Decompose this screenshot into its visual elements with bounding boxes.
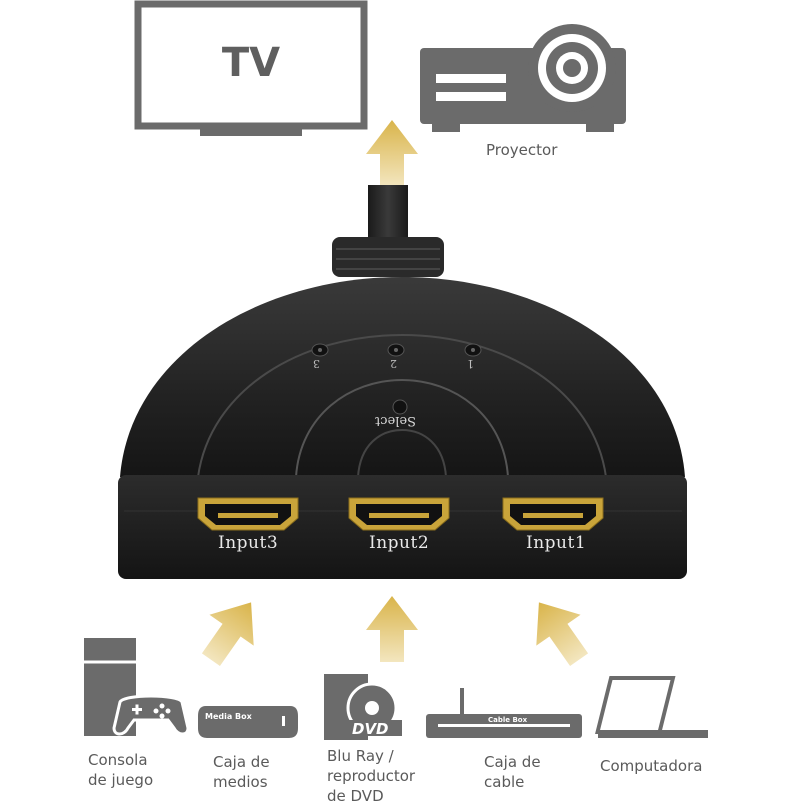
led-1-icon bbox=[464, 343, 482, 357]
input-arrow-center-icon bbox=[364, 594, 420, 664]
hdmi-port-input1-icon bbox=[501, 496, 605, 532]
source-label-bluray: Blu Ray / reproductor de DVD bbox=[327, 747, 416, 805]
port-label-input3: Input3 bbox=[218, 533, 279, 553]
led-3-label: 3 bbox=[313, 357, 320, 370]
source-label-computer: Computadora bbox=[600, 757, 703, 775]
port-label-input2: Input2 bbox=[369, 533, 430, 553]
input-arrow-right-icon bbox=[524, 596, 594, 666]
led-1-label: 1 bbox=[467, 357, 474, 370]
media-box-brand: Media Box bbox=[205, 712, 252, 721]
led-2-label: 2 bbox=[390, 357, 397, 370]
dvd-logo-text: DVD bbox=[352, 720, 389, 738]
bluray-dvd-icon bbox=[322, 672, 406, 742]
select-button-label: Select bbox=[375, 413, 416, 428]
source-label-console: Consola de juego bbox=[88, 751, 154, 789]
hdmi-port-input2-icon bbox=[347, 496, 451, 532]
source-label-media-box: Caja de medios bbox=[213, 753, 270, 791]
led-3-icon bbox=[311, 343, 329, 357]
tv-icon bbox=[134, 0, 368, 140]
laptop-icon bbox=[590, 674, 710, 742]
output-arrow-icon bbox=[364, 118, 420, 188]
led-2-icon bbox=[387, 343, 405, 357]
cable-box-brand: Cable Box bbox=[488, 716, 528, 724]
hdmi-port-input3-icon bbox=[196, 496, 300, 532]
source-label-cable: Caja de cable bbox=[484, 753, 541, 791]
tv-label: TV bbox=[221, 40, 281, 86]
media-box-icon bbox=[196, 702, 300, 742]
cable-box-icon bbox=[424, 686, 584, 742]
game-console-icon bbox=[80, 636, 190, 740]
projector-icon bbox=[418, 22, 630, 134]
port-label-input1: Input1 bbox=[526, 533, 587, 553]
projector-label: Proyector bbox=[486, 141, 558, 159]
input-arrow-left-icon bbox=[196, 596, 266, 666]
